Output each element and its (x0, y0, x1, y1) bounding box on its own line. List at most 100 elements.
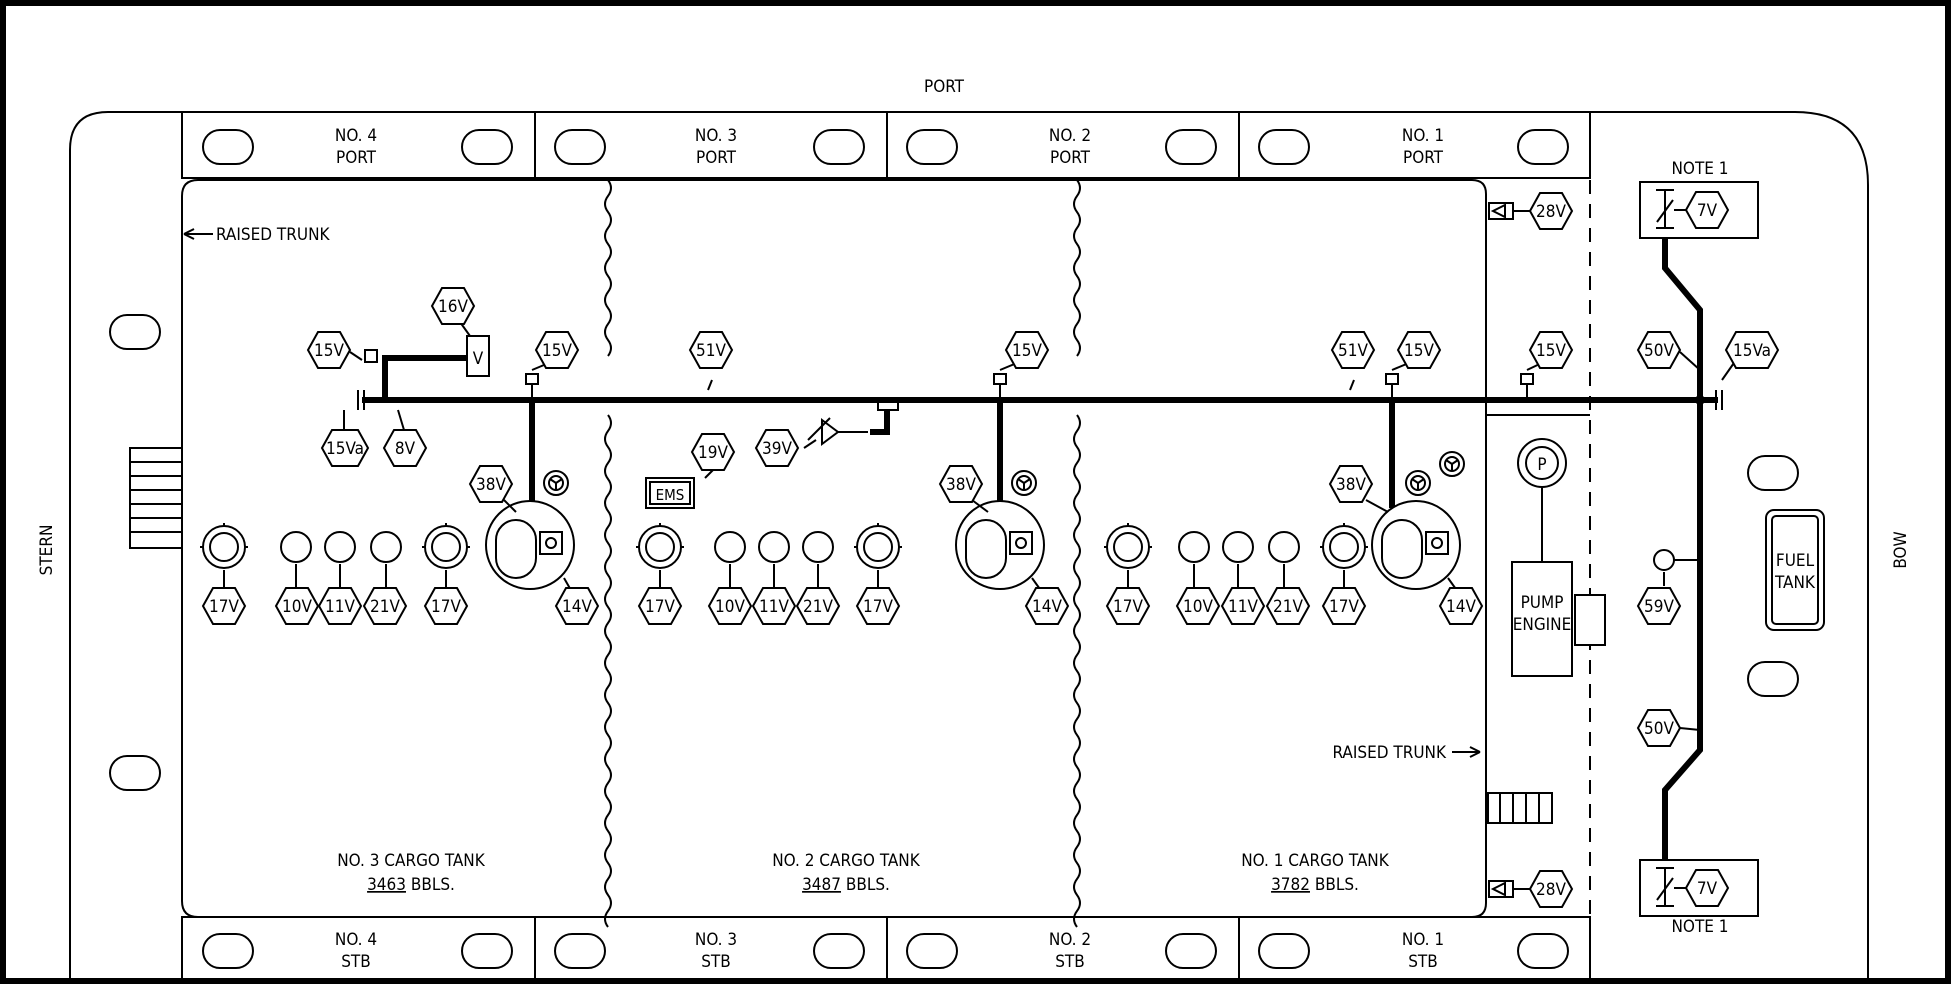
callout-50v-bottom: 50V (1644, 719, 1674, 739)
callout-14v-1: 14V (1446, 597, 1476, 617)
callout-14v-3: 14V (562, 597, 592, 617)
fuel-line (1662, 222, 1703, 860)
callout-15va-fwd: 15Va (1733, 341, 1771, 361)
hull-outline (69, 111, 1869, 982)
callout-21v-2: 21V (803, 597, 833, 617)
raised-trunk-outline (181, 179, 1487, 918)
callout-8v: 8V (395, 439, 416, 459)
callout-15v-e: 15V (1536, 341, 1566, 361)
wing-manholes (109, 129, 1799, 969)
callout-59v: 59V (1644, 597, 1674, 617)
note-top-label: NOTE 1 (1671, 159, 1728, 179)
callout-17v-1b: 17V (1329, 597, 1359, 617)
callout-labels: 15V 15V 51V 15V 51V 15V 15V 50V 15Va 16V… (209, 201, 1771, 900)
pump-engine-label-2: ENGINE (1513, 615, 1572, 635)
callout-14v-2: 14V (1032, 597, 1062, 617)
port-wing-4-side: PORT (336, 148, 377, 168)
sight-glass-3 (539, 531, 563, 555)
callout-21v-3: 21V (370, 597, 400, 617)
fuel-line-junction (1695, 395, 1705, 405)
callout-38v-2: 38V (946, 475, 976, 495)
cargo-tank-1-name: NO. 1 CARGO TANK (1241, 851, 1390, 871)
fuel-tank-label-2: TANK (1774, 573, 1816, 593)
vent-branch-pipe (382, 355, 470, 400)
stb-wing-3-no: NO. 3 (695, 930, 737, 950)
port-wing-1-no: NO. 1 (1402, 126, 1444, 146)
fuel-tank-outer (1765, 509, 1825, 631)
stb-wing-1-no: NO. 1 (1402, 930, 1444, 950)
pump-engine-box-side (1574, 594, 1606, 646)
stb-wing-3-side: STB (701, 952, 731, 972)
bow-label: BOW (1891, 531, 1911, 568)
ems-label: EMS (656, 486, 685, 504)
fwd-ladder (1487, 792, 1553, 824)
callout-15v-a: 15V (314, 341, 344, 361)
callout-21v-1: 21V (1273, 597, 1303, 617)
stern-label: STERN (37, 525, 57, 576)
header-flanges (357, 390, 1723, 410)
pump-engine-box (1511, 561, 1573, 677)
sight-glass-1 (1425, 531, 1449, 555)
callout-17v-3a: 17V (209, 597, 239, 617)
stb-wing-4-no: NO. 4 (335, 930, 377, 950)
callout-19v: 19V (698, 443, 728, 463)
port-wing-3-side: PORT (696, 148, 737, 168)
port-label: PORT (924, 77, 965, 97)
wing-dividers (534, 112, 1240, 984)
fuel-tank-inner (1771, 515, 1819, 625)
callout-51v-b: 51V (1338, 341, 1368, 361)
callout-10v-1: 10V (1183, 597, 1213, 617)
raised-trunk-fwd-label: RAISED TRUNK (1332, 743, 1447, 763)
cargo-tank-2-volume: 3487 BBLS. (802, 875, 890, 895)
callout-10v-3: 10V (282, 597, 312, 617)
callout-11v-3: 11V (325, 597, 355, 617)
callout-11v-1: 11V (1228, 597, 1258, 617)
port-wing-4-no: NO. 4 (335, 126, 377, 146)
port-wing-3-no: NO. 3 (695, 126, 737, 146)
relief-valve-symbol (807, 417, 868, 446)
stb-wing-4-side: STB (341, 952, 371, 972)
callout-7v-bottom: 7V (1697, 879, 1718, 899)
callout-11v-2: 11V (759, 597, 789, 617)
stb-wing-2-side: STB (1055, 952, 1085, 972)
stb-wing-2-no: NO. 2 (1049, 930, 1091, 950)
callout-15v-d: 15V (1404, 341, 1434, 361)
pump-engine-label-1: PUMP (1521, 593, 1564, 613)
port-wing-2-no: NO. 2 (1049, 126, 1091, 146)
callout-50v-top: 50V (1644, 341, 1674, 361)
callout-39v: 39V (762, 439, 792, 459)
callout-15v-c: 15V (1012, 341, 1042, 361)
callout-16v: 16V (438, 297, 468, 317)
callout-51v-a: 51V (696, 341, 726, 361)
callout-38v-1: 38V (1336, 475, 1366, 495)
cargo-tank-1-volume: 3782 BBLS. (1271, 875, 1359, 895)
cargo-tank-3-name: NO. 3 CARGO TANK (337, 851, 486, 871)
callout-17v-1a: 17V (1113, 597, 1143, 617)
cargo-tank-2-name: NO. 2 CARGO TANK (772, 851, 921, 871)
callout-hexagons (201, 191, 1780, 908)
bulkhead-3-2 (604, 179, 612, 928)
stb-wing-1-side: STB (1408, 952, 1438, 972)
bulkhead-2-1 (1073, 179, 1081, 928)
note-bottom-label: NOTE 1 (1671, 917, 1728, 937)
callout-10v-2: 10V (715, 597, 745, 617)
pump-symbol-label: P (1537, 455, 1546, 475)
sight-glass-2 (1009, 531, 1033, 555)
port-wing-1-side: PORT (1403, 148, 1444, 168)
callout-38v-3: 38V (476, 475, 506, 495)
raised-trunk-aft-label: RAISED TRUNK (216, 225, 331, 245)
callout-7v-top: 7V (1697, 201, 1718, 221)
vent-symbol: V (473, 349, 484, 369)
callout-28v-bottom: 28V (1536, 880, 1566, 900)
callout-17v-3b: 17V (431, 597, 461, 617)
callout-15va-aft: 15Va (326, 439, 364, 459)
callout-15v-b: 15V (542, 341, 572, 361)
callout-17v-2a: 17V (645, 597, 675, 617)
callout-28v-top: 28V (1536, 202, 1566, 222)
port-wing-2-side: PORT (1050, 148, 1091, 168)
vent-box (466, 335, 490, 377)
fuel-tank-label-1: FUEL (1776, 551, 1815, 571)
callout-17v-2b: 17V (863, 597, 893, 617)
